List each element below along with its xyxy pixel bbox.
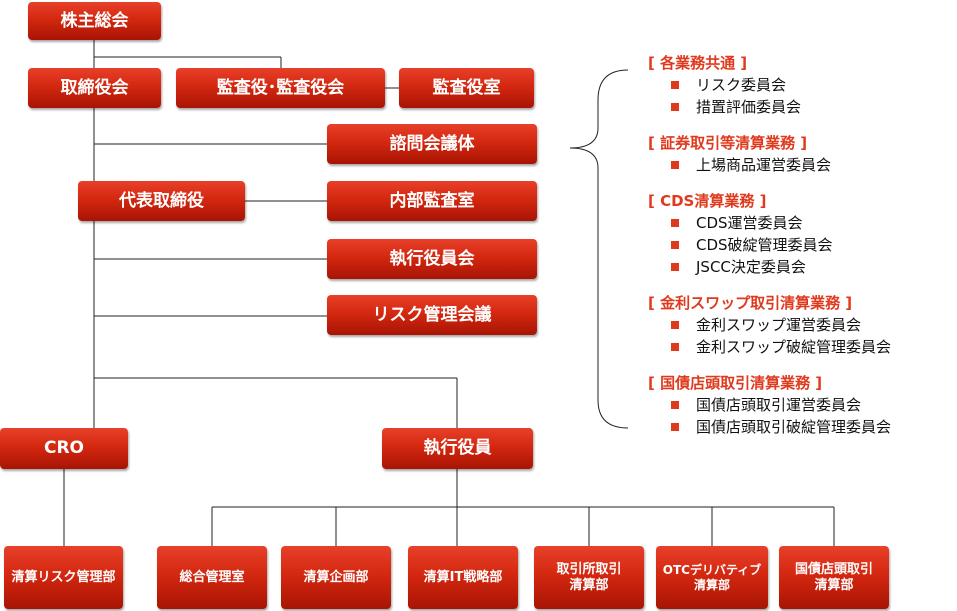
board-box: 取締役会 [28,68,161,108]
committee-item: JSCC決定委員会 [648,256,953,278]
bullet-square-icon [671,103,679,111]
dept-general-admin-box: 総合管理室 [157,546,267,609]
dept-jgb-otc-box: 国債店頭取引 清算部 [779,546,889,609]
committee-item: 金利スワップ運営委員会 [648,314,953,336]
bullet-square-icon [671,321,679,329]
committee-item: リスク委員会 [648,74,953,96]
committee-group-title: [ 各業務共通 ] [648,54,748,72]
auditors-box: 監査役･監査役会 [176,68,385,108]
committee-item: 金利スワップ破綻管理委員会 [648,336,953,358]
bullet-square-icon [671,401,679,409]
shareholders-box: 株主総会 [28,2,161,40]
dept-exchange-clearing-box: 取引所取引 清算部 [534,546,644,609]
committee-group-title: [ CDS清算業務 ] [648,192,767,210]
committee-group-title: [ 証券取引等清算業務 ] [648,134,808,152]
committee-item: CDS破綻管理委員会 [648,234,953,256]
audit-office-box: 監査役室 [399,68,534,108]
ceo-box: 代表取締役 [78,181,245,221]
bullet-square-icon [671,343,679,351]
internal-audit-box: 内部監査室 [327,181,537,221]
exec-officers-box: 執行役員 [382,428,533,469]
committee-item: 国債店頭取引運営委員会 [648,394,953,416]
committee-group: [ 国債店頭取引清算業務 ] 国債店頭取引運営委員会 国債店頭取引破綻管理委員会 [648,372,953,438]
committee-group: [ 各業務共通 ] リスク委員会 措置評価委員会 [648,52,953,118]
committee-group: [ CDS清算業務 ] CDS運営委員会 CDS破綻管理委員会 JSCC決定委員… [648,190,953,278]
committee-item: 措置評価委員会 [648,96,953,118]
dept-clearing-risk-box: 清算リスク管理部 [4,546,123,609]
bullet-square-icon [671,423,679,431]
dept-otc-derivatives-box: OTCデリバティブ 清算部 [656,546,768,609]
committees-panel: [ 各業務共通 ] リスク委員会 措置評価委員会 [ 証券取引等清算業務 ] 上… [648,52,953,452]
advisory-box: 諮問会議体 [327,124,537,164]
risk-council-box: リスク管理会議 [327,295,537,335]
committee-group-title: [ 金利スワップ取引清算業務 ] [648,294,853,312]
committee-group-title: [ 国債店頭取引清算業務 ] [648,374,823,392]
committee-group: [ 証券取引等清算業務 ] 上場商品運営委員会 [648,132,953,176]
dept-planning-box: 清算企画部 [281,546,391,609]
committee-item: 国債店頭取引破綻管理委員会 [648,416,953,438]
exec-committee-box: 執行役員会 [327,239,537,279]
committee-item: 上場商品運営委員会 [648,154,953,176]
committee-group: [ 金利スワップ取引清算業務 ] 金利スワップ運営委員会 金利スワップ破綻管理委… [648,292,953,358]
bullet-square-icon [671,241,679,249]
bullet-square-icon [671,263,679,271]
bullet-square-icon [671,161,679,169]
cro-box: CRO [0,428,128,469]
bullet-square-icon [671,81,679,89]
dept-it-strategy-box: 清算IT戦略部 [408,546,518,609]
bullet-square-icon [671,219,679,227]
committee-item: CDS運営委員会 [648,212,953,234]
